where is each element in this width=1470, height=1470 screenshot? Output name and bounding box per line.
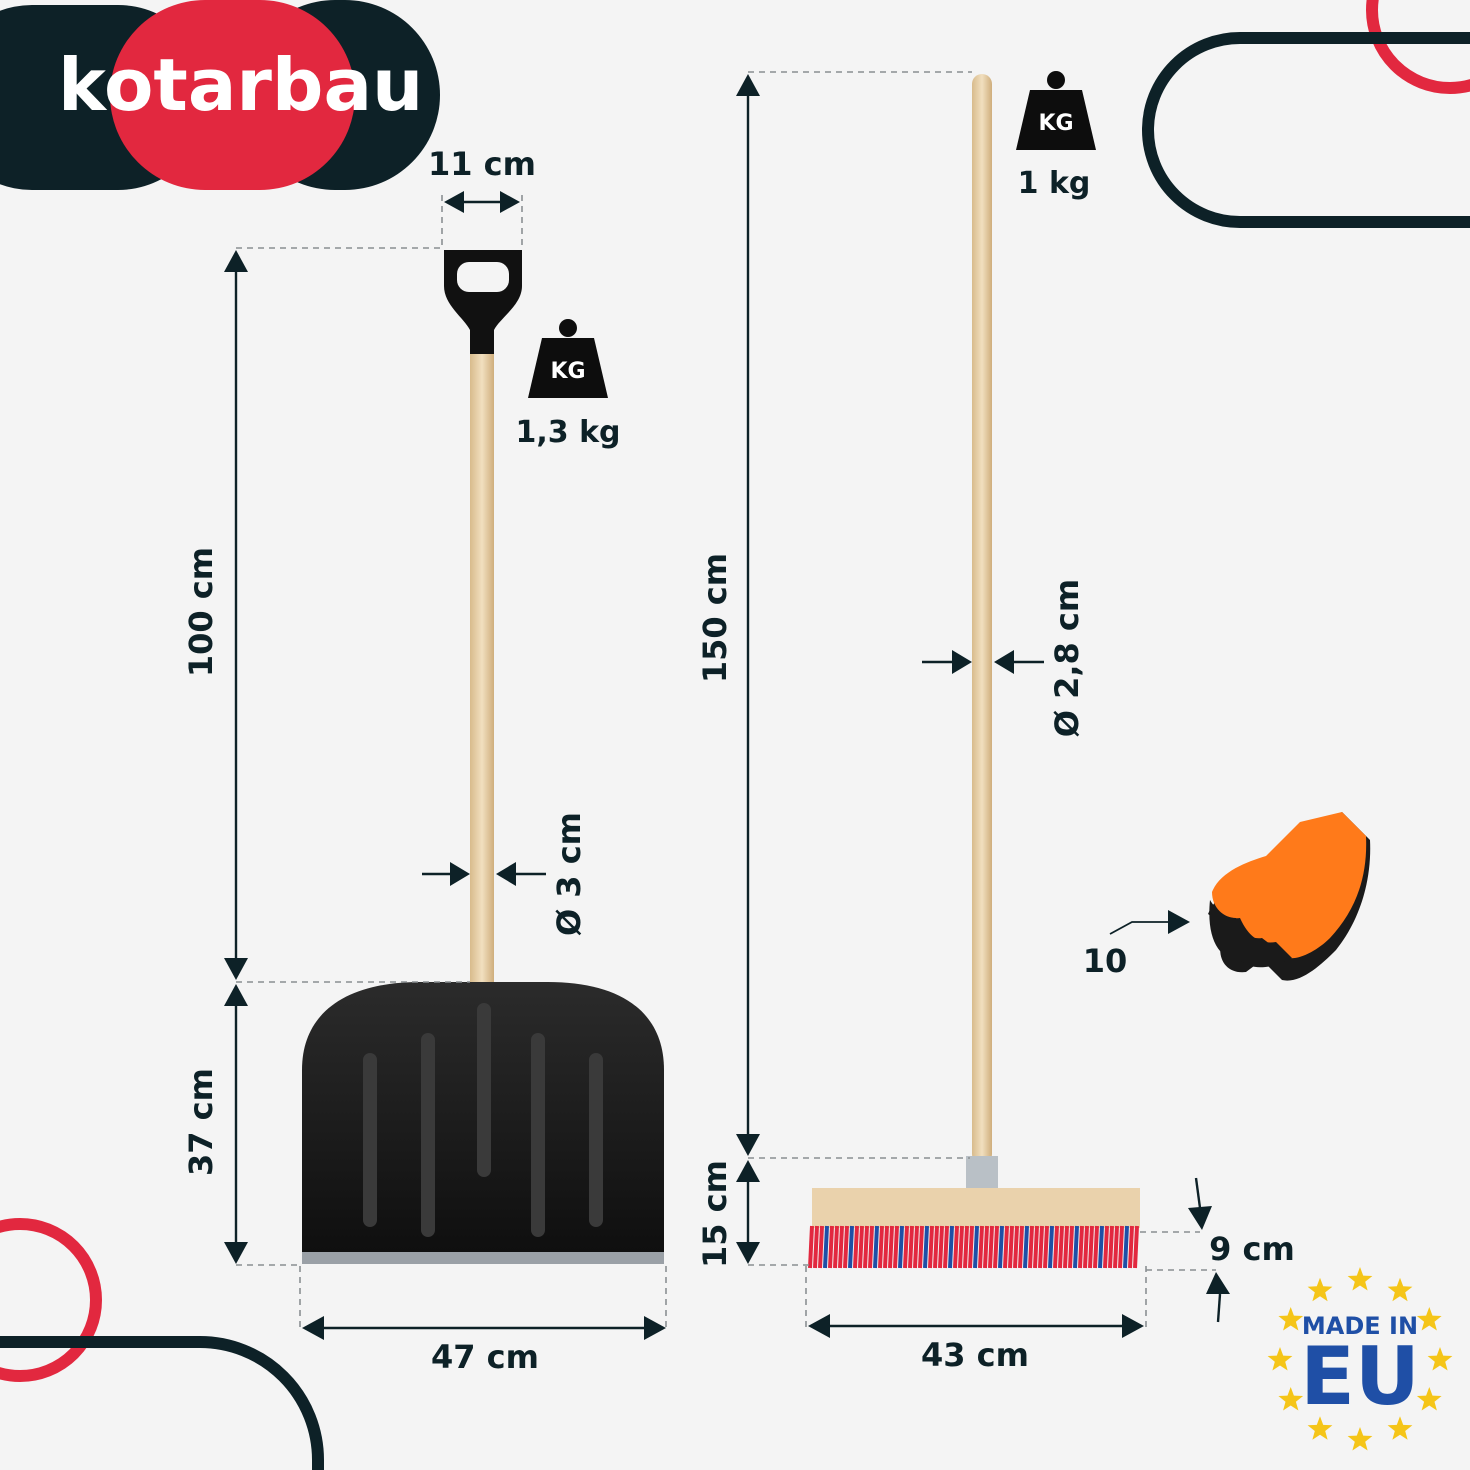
brand-name: kotarbau [58, 43, 423, 127]
broom-shaft-diameter-label: Ø 2,8 cm [1048, 579, 1086, 737]
street-broom [808, 74, 1140, 1269]
shovel-shaft-diameter-label: Ø 3 cm [550, 812, 588, 936]
broom-bristle-height-label: 9 cm [1209, 1230, 1295, 1268]
extension-lines [236, 71, 1216, 1330]
shovel-blade-height-label: 37 cm [182, 1068, 220, 1176]
broom-length-label: 150 cm [696, 553, 734, 683]
broom-head [812, 1188, 1140, 1228]
badge-eu-text: EU [1300, 1330, 1420, 1423]
badge-made-in-text: MADE IN [1302, 1312, 1418, 1340]
shovel-blade-width-label: 47 cm [431, 1338, 539, 1376]
shovel-weight-label: 1,3 kg [515, 415, 620, 450]
snow-shovel [302, 250, 664, 1264]
brand-logo: kotarbau [0, 0, 440, 190]
decor-bottom-left [0, 1218, 324, 1470]
shovel-handle-width-label: 11 cm [428, 145, 536, 183]
shovel-shaft [470, 348, 494, 988]
broom-weight-label: 1 kg [1018, 166, 1091, 201]
work-gloves-icon [1208, 812, 1371, 981]
shovel-length-label: 100 cm [182, 547, 220, 677]
broom-weight-icon: KG [1016, 71, 1096, 150]
broom-head-height-label: 15 cm [696, 1160, 734, 1268]
broom-head-width-label: 43 cm [921, 1336, 1029, 1374]
shovel-weight-icon-label: KG [550, 359, 585, 384]
gloves-count-label: 10 [1083, 942, 1128, 980]
broom-bristles [808, 1225, 1139, 1269]
broom-weight-icon-label: KG [1038, 111, 1073, 136]
broom-shaft [972, 74, 992, 1164]
dimension-lines [224, 74, 1230, 1340]
made-in-eu-badge: MADE IN EU [1267, 1267, 1453, 1451]
decor-top-right [1142, 0, 1470, 228]
shovel-weight-icon: KG [528, 319, 608, 398]
eu-stars-icon [1267, 1267, 1453, 1451]
